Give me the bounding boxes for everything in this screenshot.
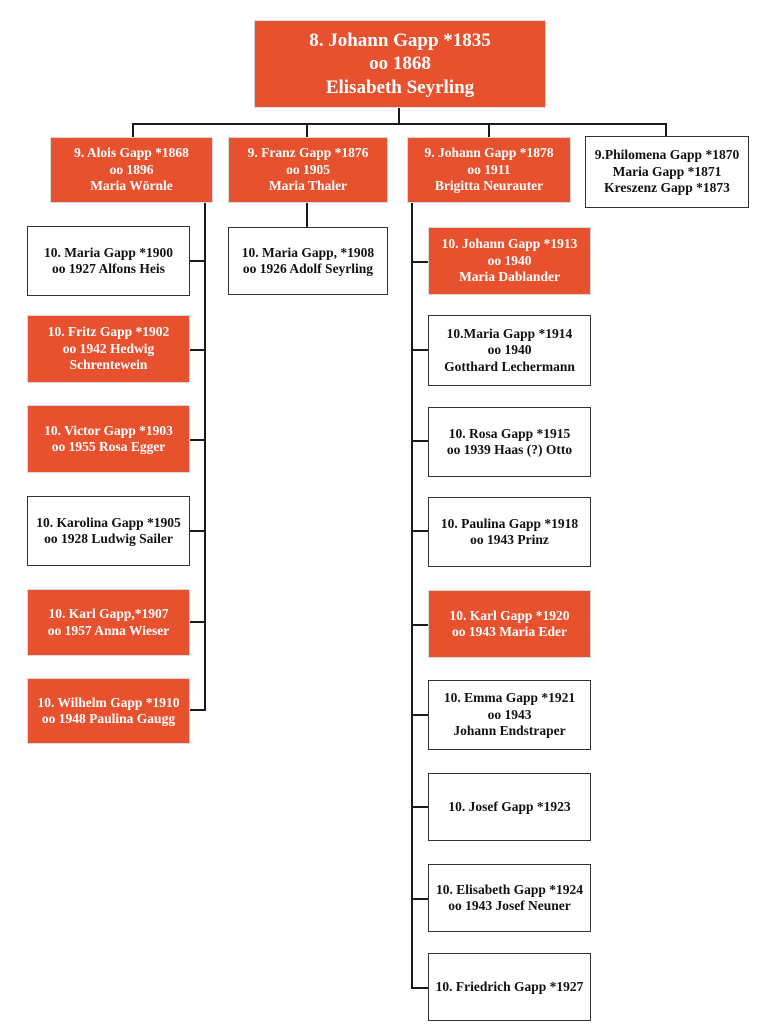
person-line: 9.Philomena Gapp *1870 <box>594 147 740 163</box>
person-line: oo 1928 Ludwig Sailer <box>44 531 173 546</box>
alois-branch-line <box>190 439 206 441</box>
person-box-johann-child: 10. Josef Gapp *1923 <box>428 773 591 841</box>
person-line: oo 1955 Rosa Egger <box>51 439 166 454</box>
person-box-johann-child: 10. Paulina Gapp *1918 oo 1943 Prinz <box>428 497 591 567</box>
person-line: Maria Gapp *1871 <box>612 163 722 179</box>
person-line: 9. Franz Gapp *1876 <box>247 145 369 161</box>
person-line: oo 1911 <box>467 161 511 177</box>
person-box-franz: 9. Franz Gapp *1876 oo 1905 Maria Thaler <box>228 137 388 203</box>
philomena-drop-line <box>665 123 667 136</box>
person-box-alois: 9. Alois Gapp *1868 oo 1896 Maria Wörnle <box>50 137 213 203</box>
alois-branch-line <box>190 709 206 711</box>
person-box-johann-child: 10.Maria Gapp *1914 oo 1940 Gotthard Lec… <box>428 315 591 386</box>
person-line: Maria Dablander <box>459 269 560 285</box>
person-line: 10. Karl Gapp,*1907 <box>48 606 169 622</box>
root-line-3: Elisabeth Seyrling <box>325 76 475 98</box>
person-line: oo 1896 <box>109 161 154 177</box>
person-box-johann-child: 10. Johann Gapp *1913 oo 1940 Maria Dabl… <box>428 227 591 295</box>
johann-branch-line <box>411 898 428 900</box>
person-box-franz-child: 10. Maria Gapp, *1908 oo 1926 Adolf Seyr… <box>228 227 388 295</box>
person-box-alois-child: 10. Karolina Gapp *1905 oo 1928 Ludwig S… <box>27 496 190 566</box>
person-line: Johann Endstraper <box>453 723 566 739</box>
person-box-johann-child: 10. Elisabeth Gapp *1924 oo 1943 Josef N… <box>428 864 591 932</box>
person-line: oo 1926 Adolf Seyrling <box>242 261 374 276</box>
johann-drop-line <box>488 123 490 137</box>
person-line: 10. Emma Gapp *1921 <box>443 690 576 706</box>
person-line: 10. Maria Gapp, *1908 <box>241 244 375 260</box>
person-line: 10. Friedrich Gapp *1927 <box>435 978 584 994</box>
person-line: oo 1957 Anna Wieser <box>47 622 170 638</box>
person-line: oo 1939 Haas (?) Otto <box>446 442 573 457</box>
person-line: 10. Johann Gapp *1913 <box>441 236 578 252</box>
person-line: 10. Paulina Gapp *1918 <box>440 515 579 531</box>
johann-branch-line <box>411 530 428 532</box>
generation9-bus-line <box>132 123 667 125</box>
person-box-johann-child: 10. Karl Gapp *1920 oo 1943 Maria Eder <box>428 590 591 658</box>
person-box-alois-child: 10. Victor Gapp *1903 oo 1955 Rosa Egger <box>27 405 190 473</box>
person-line: 10. Elisabeth Gapp *1924 <box>435 881 584 897</box>
johann-branch-line <box>411 624 428 626</box>
person-box-philomena: 9.Philomena Gapp *1870 Maria Gapp *1871 … <box>585 136 749 208</box>
johann-branch-line <box>411 806 428 808</box>
person-line: Gotthard Lechermann <box>444 358 575 374</box>
person-line: 9. Alois Gapp *1868 <box>74 145 189 161</box>
alois-trunk-line <box>204 203 206 711</box>
person-line: oo 1940 <box>487 252 532 268</box>
johann-branch-line <box>411 440 428 442</box>
person-line: oo 1943 Prinz <box>470 532 549 547</box>
person-line: 10. Rosa Gapp *1915 <box>448 425 571 441</box>
person-line: 10. Josef Gapp *1923 <box>448 798 571 814</box>
person-box-alois-child: 10. Maria Gapp *1900 oo 1927 Alfons Heis <box>27 226 190 296</box>
person-line: 10. Karl Gapp *1920 <box>449 607 570 623</box>
johann-branch-line <box>411 714 428 716</box>
person-line: Maria Thaler <box>268 178 348 194</box>
person-box-alois-child: 10. Karl Gapp,*1907 oo 1957 Anna Wieser <box>27 589 190 656</box>
alois-branch-line <box>190 530 206 532</box>
person-line: Brigitta Neurauter <box>434 178 544 194</box>
franz-drop-line <box>306 123 308 137</box>
person-line: Kreszenz Gapp *1873 <box>604 180 730 196</box>
person-line: oo 1927 Alfons Heis <box>52 261 165 276</box>
person-line: 10. Victor Gapp *1903 <box>44 422 173 438</box>
person-line: oo 1940 <box>487 342 532 358</box>
person-box-johann: 9. Johann Gapp *1878 oo 1911 Brigitta Ne… <box>407 137 571 203</box>
person-line: 10. Wilhelm Gapp *1910 <box>37 694 180 710</box>
alois-drop-line <box>132 123 134 137</box>
person-line: oo 1905 <box>286 161 330 177</box>
person-line: oo 1943 Josef Neuner <box>448 898 571 913</box>
root-person-box: 8. Johann Gapp *1835 oo 1868 Elisabeth S… <box>254 20 546 108</box>
root-line-1: 8. Johann Gapp *1835 <box>309 30 491 52</box>
person-box-johann-child: 10. Rosa Gapp *1915 oo 1939 Haas (?) Ott… <box>428 407 591 477</box>
person-line: 10. Karolina Gapp *1905 <box>36 514 181 530</box>
person-line: 9. Johann Gapp *1878 <box>424 145 554 161</box>
person-box-johann-child: 10. Friedrich Gapp *1927 <box>428 953 591 1021</box>
person-box-johann-child: 10. Emma Gapp *1921 oo 1943 Johann Endst… <box>428 680 591 750</box>
person-line: 10. Maria Gapp *1900 <box>43 244 173 260</box>
person-line: oo 1943 <box>487 706 532 722</box>
root-stem-line <box>398 108 400 124</box>
johann-branch-line <box>411 261 428 263</box>
person-line: oo 1948 Paulina Gaugg <box>41 711 176 726</box>
alois-branch-line <box>190 621 206 623</box>
person-line: oo 1942 Hedwig <box>62 340 155 356</box>
johann-trunk-line <box>411 203 413 989</box>
root-line-2: oo 1868 <box>369 53 431 75</box>
person-line: 10. Fritz Gapp *1902 <box>47 324 170 340</box>
person-box-alois-child: 10. Fritz Gapp *1902 oo 1942 Hedwig Schr… <box>27 315 190 383</box>
person-line: Schrentewein <box>69 357 148 373</box>
alois-branch-line <box>190 260 206 262</box>
johann-branch-line <box>411 987 428 989</box>
alois-branch-line <box>190 349 206 351</box>
person-line: oo 1943 Maria Eder <box>451 624 568 639</box>
person-line: 10.Maria Gapp *1914 <box>446 325 573 341</box>
johann-branch-line <box>411 349 428 351</box>
franz-trunk-line <box>306 203 308 227</box>
person-box-alois-child: 10. Wilhelm Gapp *1910 oo 1948 Paulina G… <box>27 678 190 744</box>
person-line: Maria Wörnle <box>90 178 173 194</box>
